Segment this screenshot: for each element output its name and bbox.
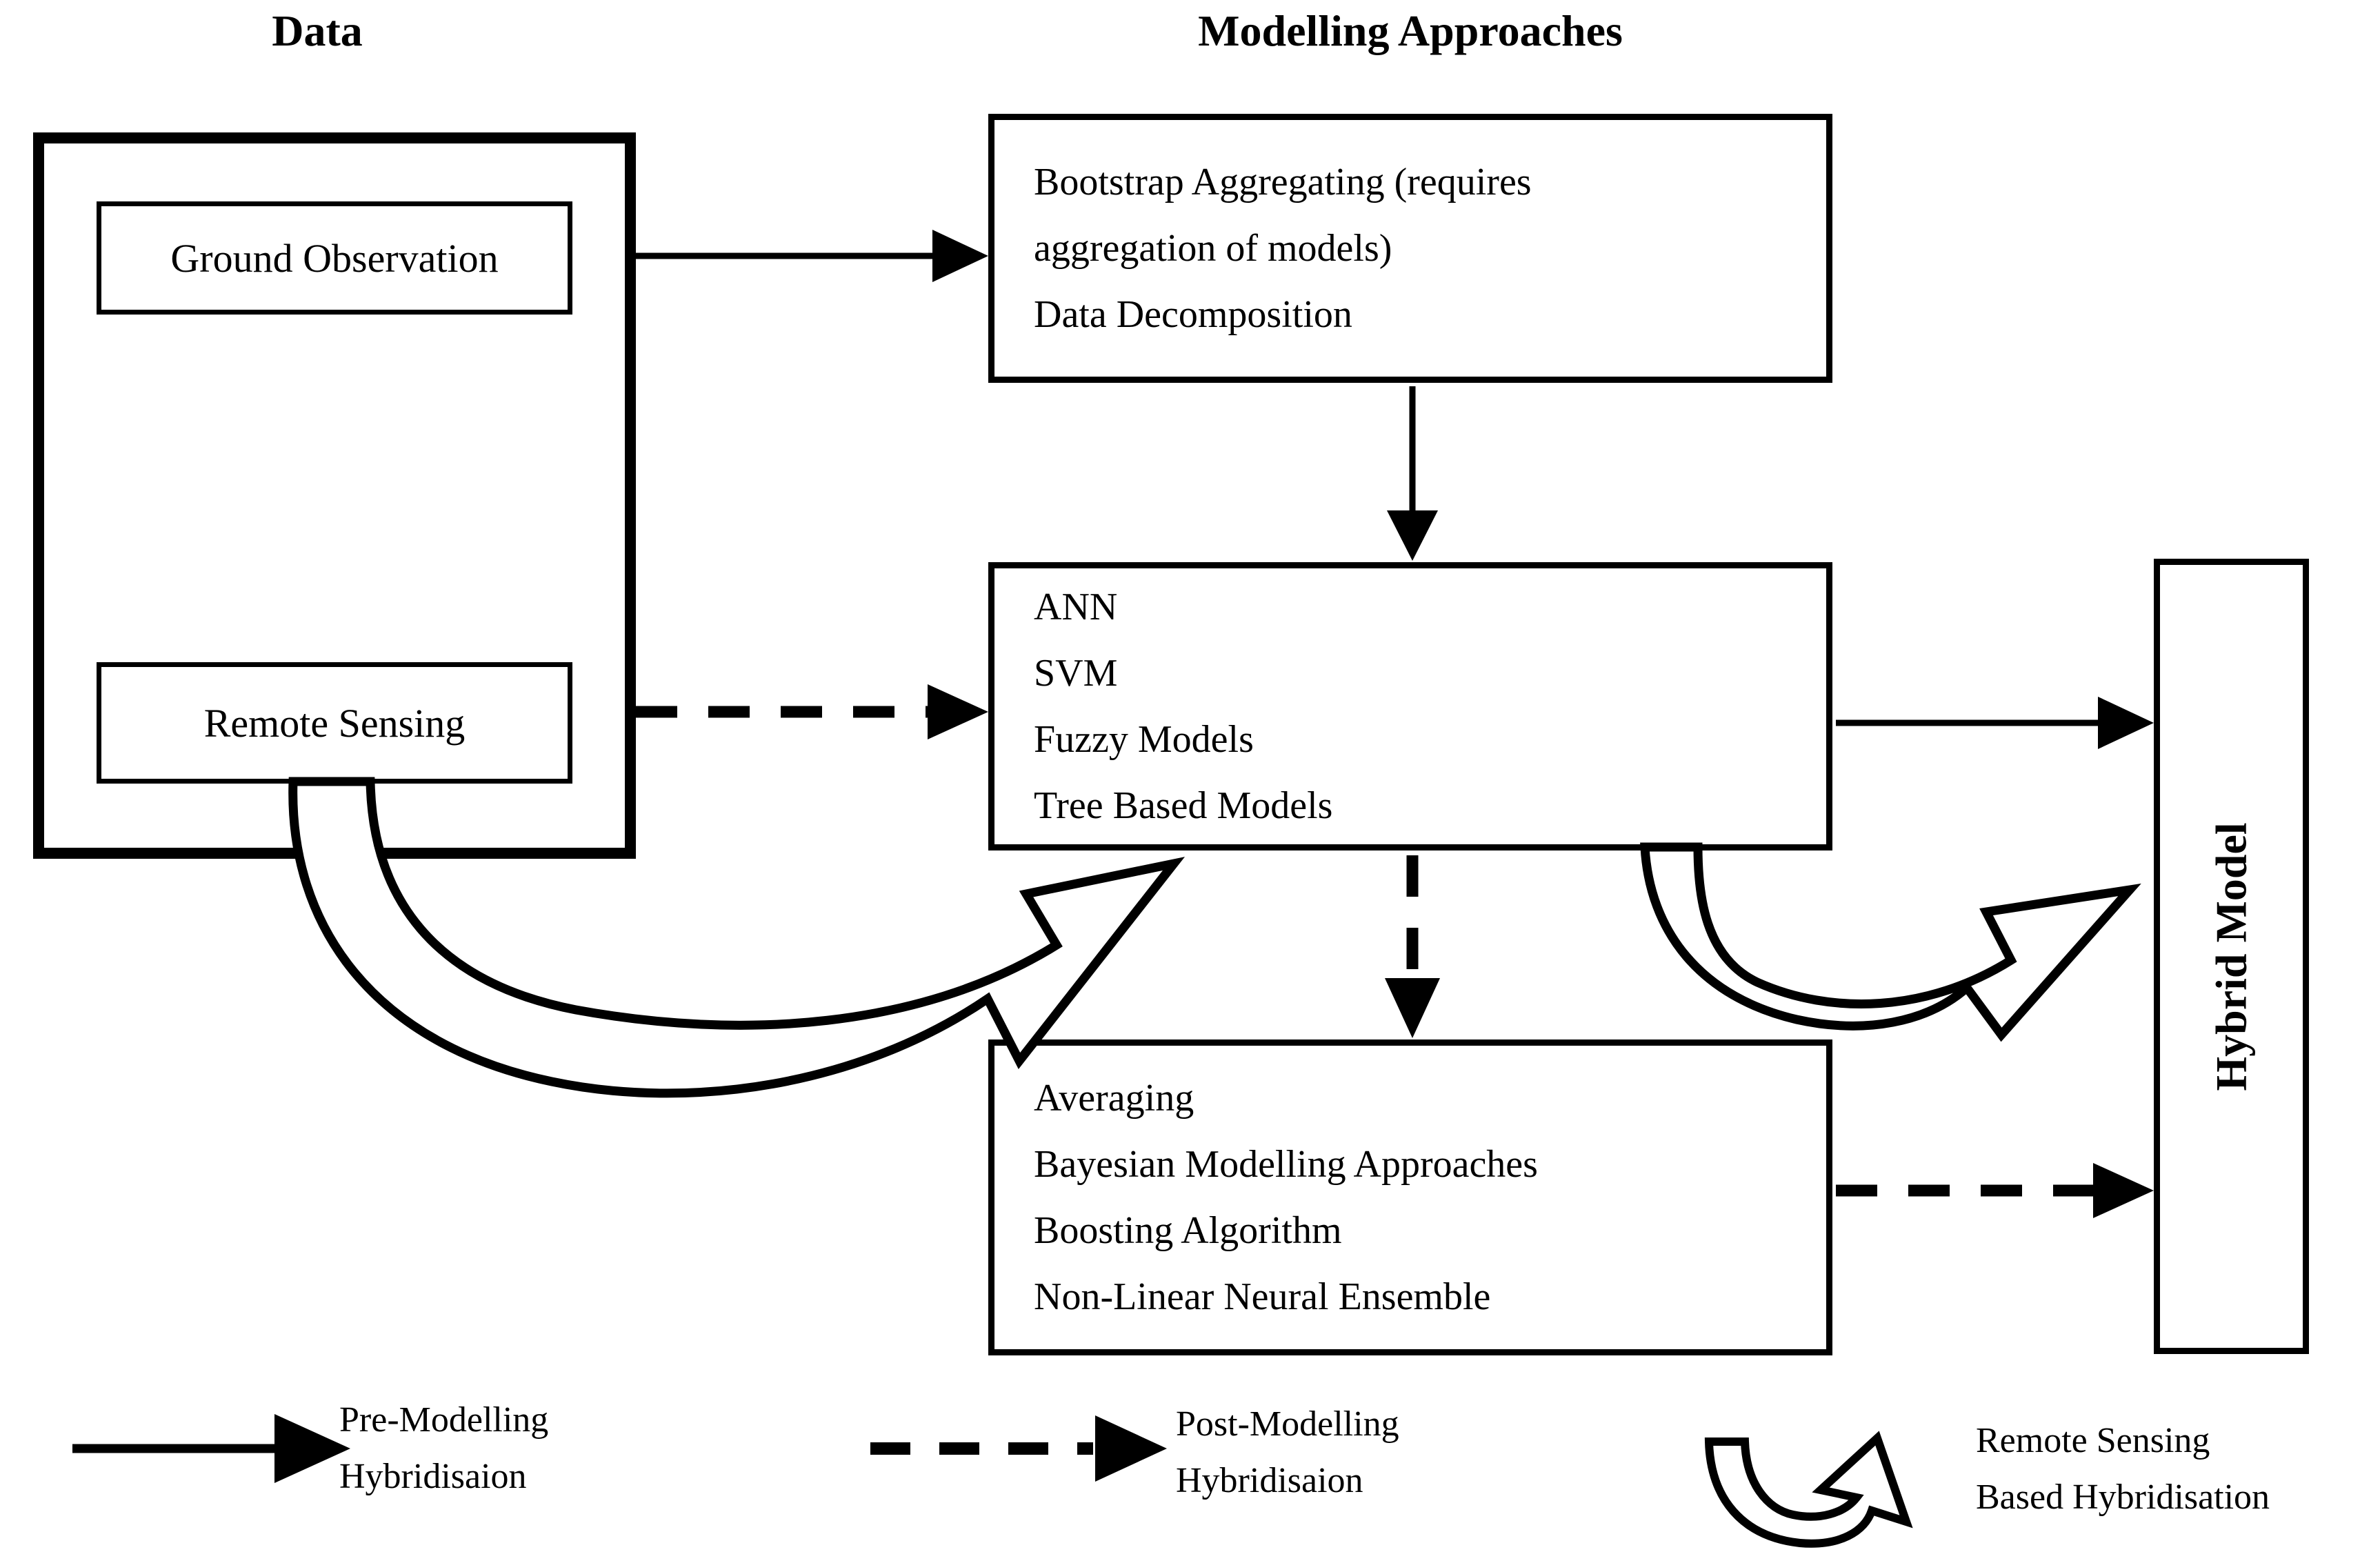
arrow-ground-to-bootstrap bbox=[636, 230, 988, 282]
ensemble-line-averaging: Averaging bbox=[1034, 1077, 1194, 1120]
models-line-fuzzy: Fuzzy Models bbox=[1034, 718, 1254, 761]
legend-pre-line-1: Pre-Modelling bbox=[339, 1400, 549, 1440]
legend-dashed-arrow-icon bbox=[870, 1415, 1167, 1482]
models-line-tree: Tree Based Models bbox=[1034, 784, 1333, 827]
hybrid-model-label: Hybrid Model bbox=[2206, 822, 2256, 1091]
legend-post-modelling-label: Post-Modelling Hybridisaion bbox=[1176, 1396, 1399, 1509]
ground-observation-box: Ground Observation bbox=[97, 201, 572, 315]
modelling-approaches-heading: Modelling Approaches bbox=[1198, 6, 1623, 55]
arrow-models-to-hybrid bbox=[1836, 697, 2154, 749]
legend-curved-arrow-icon bbox=[1704, 1431, 1913, 1548]
legend-remote-line-2: Based Hybridisation bbox=[1976, 1478, 2270, 1517]
models-line-svm: SVM bbox=[1034, 652, 1118, 695]
ground-observation-label: Ground Observation bbox=[170, 235, 499, 281]
models-box: ANN SVM Fuzzy Models Tree Based Models bbox=[988, 562, 1832, 850]
bootstrap-line-3: Data Decomposition bbox=[1034, 293, 1352, 336]
legend-post-line-2: Hybridisaion bbox=[1176, 1461, 1363, 1500]
arrow-remote-to-models-dashed bbox=[636, 684, 988, 739]
legend-remote-sensing-label: Remote Sensing Based Hybridisation bbox=[1976, 1413, 2270, 1526]
models-line-ann: ANN bbox=[1034, 586, 1118, 628]
ensemble-box: Averaging Bayesian Modelling Approaches … bbox=[988, 1039, 1832, 1355]
legend-pre-modelling-label: Pre-Modelling Hybridisaion bbox=[339, 1392, 548, 1505]
arrow-ensemble-to-hybrid-dashed bbox=[1836, 1163, 2154, 1218]
bootstrap-line-2: aggregation of models) bbox=[1034, 227, 1392, 270]
ensemble-line-bayesian: Bayesian Modelling Approaches bbox=[1034, 1143, 1538, 1186]
remote-sensing-box: Remote Sensing bbox=[97, 662, 572, 784]
legend-pre-line-2: Hybridisaion bbox=[339, 1457, 527, 1496]
arrow-bootstrap-to-models bbox=[1387, 386, 1438, 561]
data-column-heading: Data bbox=[272, 6, 363, 55]
legend-post-line-1: Post-Modelling bbox=[1176, 1404, 1399, 1444]
remote-sensing-label: Remote Sensing bbox=[203, 700, 466, 746]
arrow-models-to-ensemble-dashed bbox=[1385, 855, 1440, 1038]
bootstrap-aggregating-box: Bootstrap Aggregating (requires aggregat… bbox=[988, 114, 1832, 383]
hybrid-model-box: Hybrid Model bbox=[2154, 559, 2309, 1354]
curved-arrow-models-to-hybrid bbox=[1640, 842, 2141, 1042]
ensemble-line-boosting: Boosting Algorithm bbox=[1034, 1209, 1342, 1252]
bootstrap-line-1: Bootstrap Aggregating (requires bbox=[1034, 161, 1532, 203]
legend-solid-arrow-icon bbox=[72, 1414, 350, 1483]
ensemble-line-nonlinear: Non-Linear Neural Ensemble bbox=[1034, 1275, 1491, 1318]
legend-remote-line-1: Remote Sensing bbox=[1976, 1421, 2210, 1460]
